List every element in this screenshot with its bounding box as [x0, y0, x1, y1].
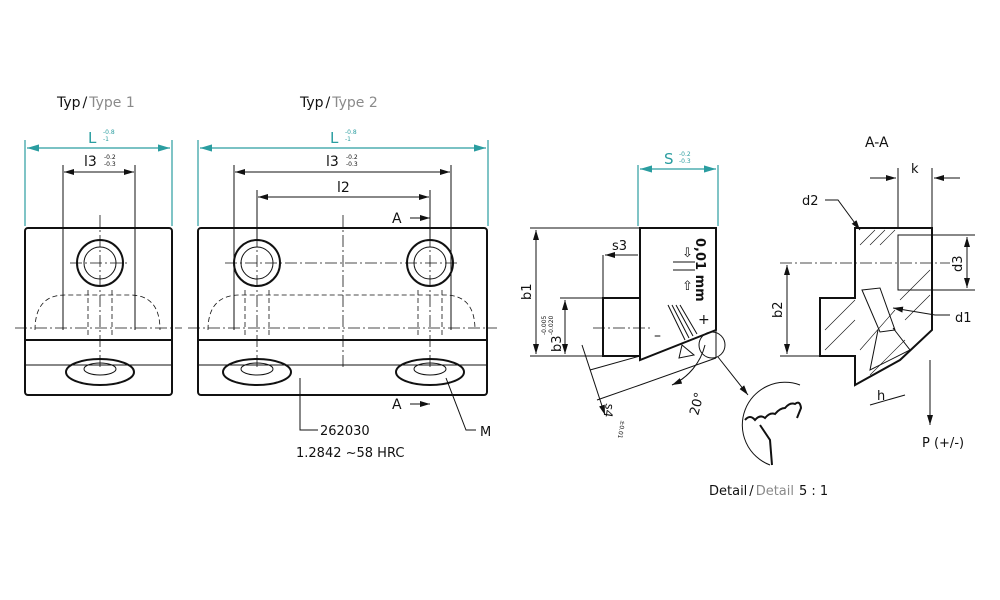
type2-l3-tol-low: -0.3	[346, 161, 358, 168]
type2-l3-tol-up: -0.2	[346, 154, 358, 161]
k-label: k	[911, 162, 919, 177]
triangle-mark	[678, 344, 696, 359]
detail-circle	[698, 331, 726, 359]
d2-label: d2	[802, 194, 819, 209]
minus-sign: –	[654, 328, 661, 344]
type2-L-tol-up: -0.8	[345, 129, 357, 136]
d3-label: d3	[951, 255, 966, 272]
b3-label: b3	[550, 335, 565, 352]
type2-title: Typ/Type 2	[299, 95, 378, 111]
b3-tol-low: -0.020	[548, 315, 555, 335]
type2-body	[197, 227, 488, 396]
section-marker-bottom: A	[392, 397, 402, 413]
type2-l3-label: l3	[326, 154, 339, 170]
type1-l3-label: l3	[84, 154, 97, 170]
section-title: A-A	[865, 135, 889, 151]
plus-sign: +	[698, 312, 710, 328]
force-P-label: P (+/-)	[922, 436, 964, 451]
section-body	[819, 227, 933, 387]
s4-tol: ±0.01	[616, 420, 626, 440]
section-marker-top: A	[392, 211, 402, 227]
d1-label: d1	[955, 311, 972, 326]
type1-L-tol-low: -1	[103, 136, 109, 143]
s3-label: s3	[612, 239, 627, 254]
material-spec: 1.2842 ~58 HRC	[296, 446, 404, 461]
s4-label: s4	[601, 402, 617, 418]
b3-tol-up: -0.005	[541, 315, 548, 335]
S-tol-low: -0.3	[679, 158, 691, 165]
part-number: 262030	[320, 424, 370, 439]
h-label: h	[877, 389, 885, 404]
S-label: S	[664, 150, 674, 168]
arrow-down-icon: ⇩	[682, 246, 693, 261]
type2-L-tol-low: -1	[345, 136, 351, 143]
precision-marking: 0,01 mm	[692, 238, 707, 302]
type2-view: Typ/Type 2 L -0.8 -1 l3 -0.2 -0.3 l2 A A…	[188, 95, 497, 461]
type2-L-label: L	[330, 129, 339, 147]
angle-label: 20°	[687, 391, 707, 417]
arrow-up-icon: ⇧	[682, 279, 693, 294]
type1-l3-tol-low: -0.3	[104, 161, 116, 168]
b1-label: b1	[520, 283, 535, 300]
type2-l2-label: l2	[337, 180, 350, 196]
type1-l3-tol-up: -0.2	[104, 154, 116, 161]
type1-body	[24, 227, 173, 396]
type1-title: Typ/Type 1	[56, 95, 135, 111]
b2-label: b2	[771, 301, 786, 318]
type1-view: Typ/Type 1 L -0.8 -1 l3 -0.2 -0.3	[15, 95, 182, 396]
type1-L-label: L	[88, 129, 97, 147]
thread-label-M: M	[480, 425, 491, 440]
S-tol-up: -0.2	[679, 151, 691, 158]
side-tongue	[602, 297, 641, 357]
section-a-a-view: A-A k d3 b2 d2 d1 h P (+/-)	[771, 135, 975, 451]
type1-L-tol-up: -0.8	[103, 129, 115, 136]
side-view: S -0.2 -0.3 s3 b1 b3 -0.005 -0.020 s4 ±0…	[520, 150, 749, 440]
